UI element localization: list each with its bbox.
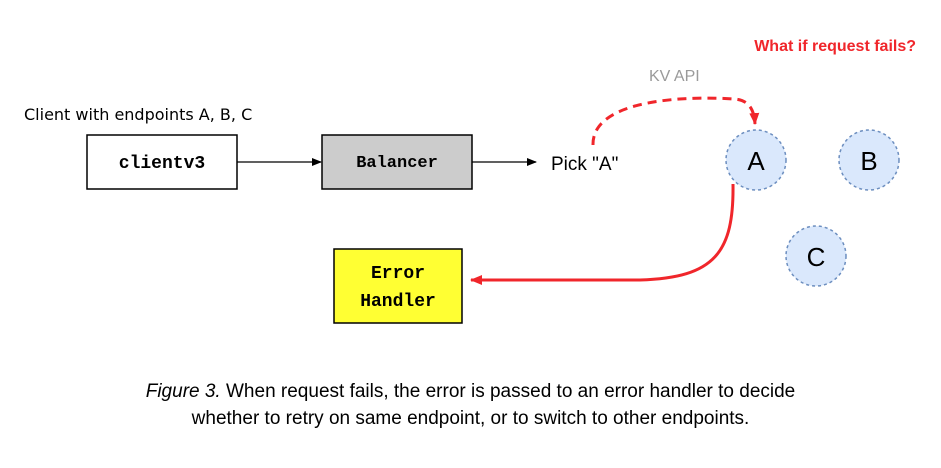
endpoint-c: C [785,225,847,287]
endpoint-a: A [725,129,787,191]
caption-text-1: When request fails, the error is passed … [220,381,796,402]
figure-label: Figure 3. [145,381,221,402]
warning-label: What if request fails? [754,38,916,55]
caption-line-1: Figure 3. When request fails, the error … [0,378,941,405]
endpoint-b-label: B [860,146,877,176]
pick-label: Pick "A" [551,154,618,175]
kv-api-label: KV API [649,68,700,85]
endpoint-b: B [838,129,900,191]
client-label: Client with endpoints A, B, C [24,105,252,124]
client-box-label: clientv3 [119,154,205,174]
kv-api-request-arrow [591,96,760,146]
balancer-box: Balancer [321,134,473,190]
client-box: clientv3 [86,134,238,190]
error-handler-label-line1: Error [371,264,425,284]
endpoint-c-label: C [807,242,826,272]
error-handler-box: Error Handler [333,248,463,324]
balancer-box-label: Balancer [356,154,438,173]
figure-caption: Figure 3. When request fails, the error … [0,378,941,432]
error-return-arrow [470,183,735,285]
endpoint-a-label: A [747,146,765,176]
caption-line-2: whether to retry on same endpoint, or to… [191,408,750,429]
error-handler-label-line2: Handler [360,292,436,312]
